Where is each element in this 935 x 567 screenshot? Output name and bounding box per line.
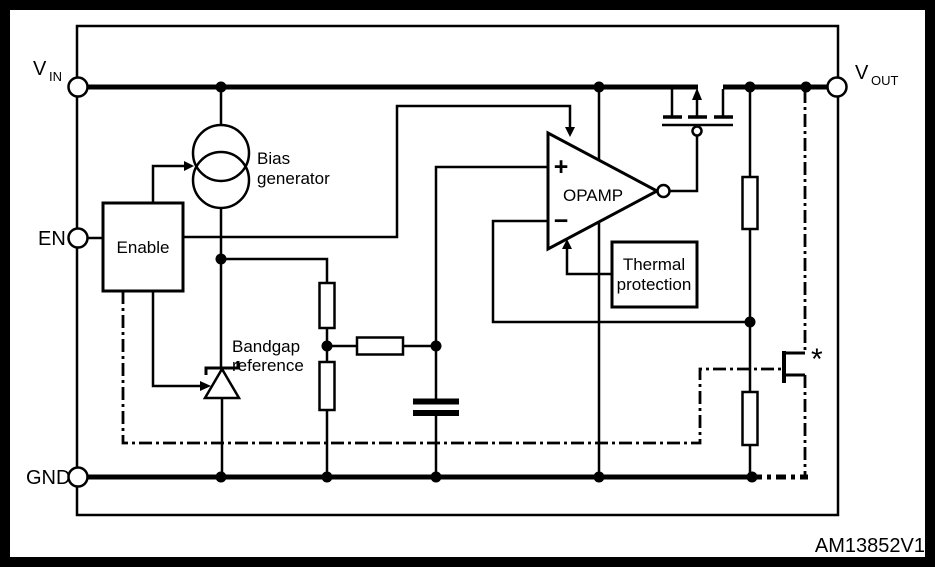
bandgap-zener-diode	[202, 361, 242, 475]
gnd-terminal	[67, 466, 89, 488]
bandgap-label-1: Bandgap	[232, 337, 300, 356]
resistor	[741, 175, 759, 231]
figure-id: AM13852V1	[815, 535, 925, 557]
capacitor-plate	[413, 410, 459, 416]
vout-label: V	[855, 62, 869, 84]
enable-to-bias-wire	[151, 161, 194, 203]
vin-label: V	[33, 58, 47, 80]
resistor	[741, 390, 759, 447]
vin-terminal	[67, 76, 89, 98]
reference-resistor-network	[221, 257, 436, 475]
resistor	[355, 336, 405, 356]
chip-boundary	[75, 24, 840, 517]
arrow-down-icon	[565, 127, 575, 137]
arrow-up-icon	[562, 239, 572, 249]
opamp-label: OPAMP	[563, 186, 623, 205]
enable-to-bandgap-wire	[151, 291, 211, 391]
current-source-circle-icon	[191, 123, 251, 183]
thermal-protection-block	[562, 239, 699, 309]
pulldown-star-label: *	[811, 343, 823, 376]
bandgap-label-2: reference	[232, 356, 304, 375]
vout-terminal	[826, 76, 848, 98]
en-label: EN	[38, 228, 66, 250]
opamp-feedback-wire	[491, 219, 750, 324]
capacitor-plate	[413, 398, 459, 405]
enable-block	[101, 201, 185, 293]
gate-bubble-icon	[691, 125, 703, 137]
bias-generator	[191, 89, 251, 368]
opamp-minus-sign: −	[554, 207, 569, 235]
vin-sub-label: IN	[49, 69, 62, 84]
pulldown-nmos-transistor	[782, 90, 807, 475]
opamp-output-bubble-icon	[656, 183, 671, 199]
en-terminal	[67, 227, 89, 249]
enable-discharge-control-wire	[121, 291, 782, 445]
output-divider	[741, 89, 759, 477]
opamp	[546, 130, 671, 252]
enable-to-opamp-wire	[183, 104, 575, 239]
source-arrow-icon	[692, 88, 702, 100]
opamp-plus-input-wire	[434, 165, 548, 346]
gate-drive-wire	[669, 136, 699, 193]
opamp-plus-sign: +	[554, 153, 569, 181]
arrow-right-icon	[184, 161, 194, 171]
gnd-label: GND	[26, 467, 70, 489]
enable-label: Enable	[117, 238, 170, 257]
bias-generator-label-1: Bias	[257, 149, 290, 168]
resistor	[318, 281, 336, 330]
vout-sub-label: OUT	[871, 73, 899, 88]
pass-pmos-transistor	[662, 88, 733, 137]
junction-dots	[215, 81, 812, 483]
arrow-right-icon	[200, 381, 211, 391]
compensation-capacitor	[413, 346, 459, 475]
resistor	[318, 360, 336, 412]
thermal-label-1: Thermal	[623, 255, 685, 274]
bias-generator-label-2: generator	[257, 169, 330, 188]
thermal-label-2: protection	[617, 275, 692, 294]
